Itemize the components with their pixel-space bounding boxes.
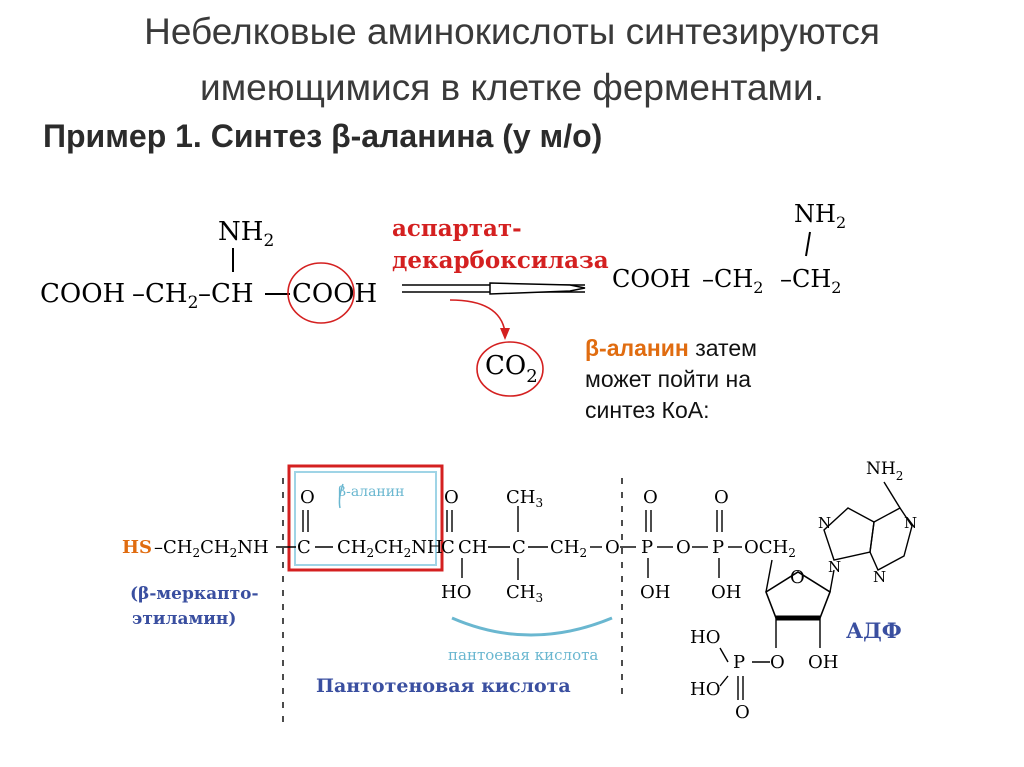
svg-text:O: O	[643, 487, 658, 508]
svg-text:O: O	[300, 487, 315, 508]
aspartate-structure: NH2 COOH –CH2 –CH COOH	[40, 217, 377, 324]
beta-alanine-tag: β-аланин	[338, 484, 404, 500]
adp-label: АДФ	[846, 618, 902, 643]
svg-text:OH: OH	[711, 582, 741, 603]
svg-text:OH: OH	[640, 582, 670, 603]
svg-text:O: O	[790, 567, 805, 588]
svg-text:N: N	[818, 514, 831, 532]
svg-text:NH2: NH2	[794, 200, 846, 232]
note-text-3: синтез КоА:	[585, 397, 710, 423]
svg-text:O: O	[735, 702, 750, 723]
mercapto-label-line1: (β-меркапто-	[130, 584, 259, 604]
svg-text:–CH2CH2NH: –CH2CH2NH	[154, 537, 269, 560]
svg-text:N: N	[904, 514, 917, 532]
beta-alanine-box	[287, 464, 444, 572]
svg-text:HO: HO	[690, 679, 720, 700]
svg-text:CH: CH	[458, 537, 487, 558]
svg-text:–CH2: –CH2	[702, 265, 763, 297]
svg-text:N: N	[828, 558, 841, 576]
svg-text:OCH2: OCH2	[744, 537, 796, 560]
svg-text:O: O	[770, 652, 785, 673]
svg-text:P: P	[733, 652, 745, 673]
svg-text:HO: HO	[690, 627, 720, 648]
svg-text:CH3: CH3	[506, 582, 543, 605]
note-highlight: β-аланин	[585, 335, 689, 361]
svg-text:CH2: CH2	[550, 537, 587, 560]
co2-circle	[476, 341, 544, 397]
example-subtitle: Пример 1. Синтез β-аланина (у м/о)	[43, 118, 603, 154]
note-text-1: затем	[688, 335, 757, 361]
note-text-2: может пойти на	[585, 366, 752, 392]
beta-alanine-note: β-аланин затем может пойти на синтез КоА…	[585, 333, 825, 426]
svg-text:C: C	[512, 537, 526, 558]
aspartate-cooh-left: COOH	[40, 279, 125, 309]
decarboxylation-circle	[287, 262, 355, 324]
aspartate-cooh-right: COOH	[292, 279, 377, 309]
svg-text:C: C	[297, 537, 311, 558]
reaction-arrow	[402, 282, 586, 295]
slide-title-line2: имеющимися в клетке ферментами.	[200, 67, 824, 108]
mercapto-label-line2: этиламин)	[132, 609, 236, 629]
svg-text:–CH2: –CH2	[780, 265, 841, 297]
hs-group: HS	[122, 537, 152, 558]
beta-alanine-structure: NH2 COOH –CH2 –CH2	[612, 200, 846, 297]
pantoic-acid-label: пантоевая кислота	[448, 646, 598, 664]
svg-text:C: C	[441, 537, 455, 558]
svg-text:HO: HO	[441, 582, 471, 603]
aspartate-ch2: –CH2	[132, 279, 198, 313]
co2-release-arrow	[449, 299, 506, 333]
svg-text:O: O	[676, 537, 691, 558]
svg-text:O: O	[605, 537, 620, 558]
svg-text:P: P	[641, 537, 653, 558]
aspartate-ch: –CH	[198, 279, 254, 309]
svg-text:OH: OH	[808, 652, 838, 673]
svg-text:CH2CH2NH: CH2CH2NH	[337, 537, 443, 560]
svg-text:O: O	[444, 487, 459, 508]
aspartate-nh2: NH2	[218, 217, 274, 251]
enzyme-label-line1: аспартат-	[392, 215, 522, 242]
svg-text:COOH: COOH	[612, 265, 691, 293]
pantoic-acid-bracket	[451, 616, 613, 637]
coa-structure: β-аланин HS –CH2CH2NH C O CH2CH2NH C O C…	[122, 459, 917, 728]
co2-label: CO2	[485, 351, 538, 387]
svg-text:O: O	[714, 487, 729, 508]
slide-title-line1: Небелковые аминокислоты синтезируются	[144, 11, 880, 52]
svg-text:N: N	[873, 568, 886, 586]
svg-text:CH3: CH3	[506, 487, 543, 510]
svg-text:NH2: NH2	[866, 459, 903, 483]
enzyme-label-line2: декарбоксилаза	[392, 247, 609, 274]
svg-text:P: P	[712, 537, 724, 558]
pantothenic-acid-label: Пантотеновая кислота	[316, 675, 571, 697]
